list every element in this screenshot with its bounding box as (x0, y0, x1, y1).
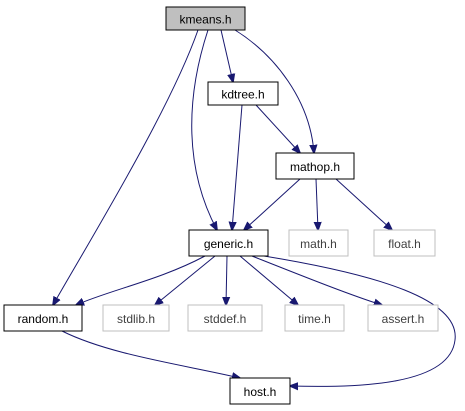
edge-kdtree-to-generic (232, 104, 243, 230)
node-stdlib: stdlib.h (102, 304, 170, 332)
node-label: stddef.h (204, 312, 247, 326)
edge-generic-to-time (239, 255, 298, 305)
node-label: host.h (244, 385, 277, 399)
node-host[interactable]: host.h (229, 377, 291, 405)
node-box (373, 229, 436, 257)
node-label: random.h (18, 312, 69, 326)
edge-generic-to-stddef (226, 255, 227, 305)
node-math: math.h (288, 229, 349, 257)
edges-layer (53, 29, 456, 386)
node-label: math.h (300, 237, 337, 251)
node-label: time.h (298, 312, 331, 326)
node-time: time.h (284, 304, 345, 332)
node-label: assert.h (382, 312, 425, 326)
node-assert: assert.h (367, 304, 439, 332)
node-float: float.h (373, 229, 436, 257)
node-box (229, 377, 291, 405)
node-box (275, 152, 355, 180)
node-generic[interactable]: generic.h (188, 229, 269, 257)
node-box (3, 304, 83, 332)
edge-generic-to-assert (251, 255, 382, 305)
edge-generic-to-host (263, 255, 456, 386)
node-box (102, 304, 170, 332)
edge-kmeans-to-generic (191, 29, 217, 230)
node-box (187, 304, 263, 332)
nodes-layer: kmeans.h kdtree.h mathop.h generic.h math.h f… (3, 6, 439, 405)
node-box (188, 229, 269, 257)
node-box (284, 304, 345, 332)
edge-mathop-to-float (335, 178, 392, 230)
edge-kmeans-to-mathop (234, 29, 314, 153)
node-stddef: stddef.h (187, 304, 263, 332)
node-random[interactable]: random.h (3, 304, 83, 332)
edge-kmeans-to-random (53, 29, 199, 305)
node-kmeans[interactable]: kmeans.h (165, 6, 246, 31)
node-box (165, 6, 246, 31)
edge-generic-to-random (76, 255, 206, 305)
edge-generic-to-stdlib (155, 255, 216, 305)
node-box (288, 229, 349, 257)
edge-mathop-to-math (316, 178, 318, 230)
node-label: kmeans.h (179, 13, 231, 27)
node-box (367, 304, 439, 332)
edge-mathop-to-generic (244, 178, 301, 230)
node-label: stdlib.h (117, 312, 155, 326)
node-kdtree[interactable]: kdtree.h (207, 81, 279, 106)
edge-kdtree-to-mathop (255, 104, 300, 153)
node-label: kdtree.h (221, 88, 264, 102)
node-label: float.h (388, 237, 421, 251)
node-mathop[interactable]: mathop.h (275, 152, 355, 180)
node-label: generic.h (204, 237, 253, 251)
node-box (207, 81, 279, 106)
node-label: mathop.h (290, 160, 340, 174)
edge-random-to-host (61, 330, 240, 378)
edge-kmeans-to-kdtree (220, 29, 233, 82)
